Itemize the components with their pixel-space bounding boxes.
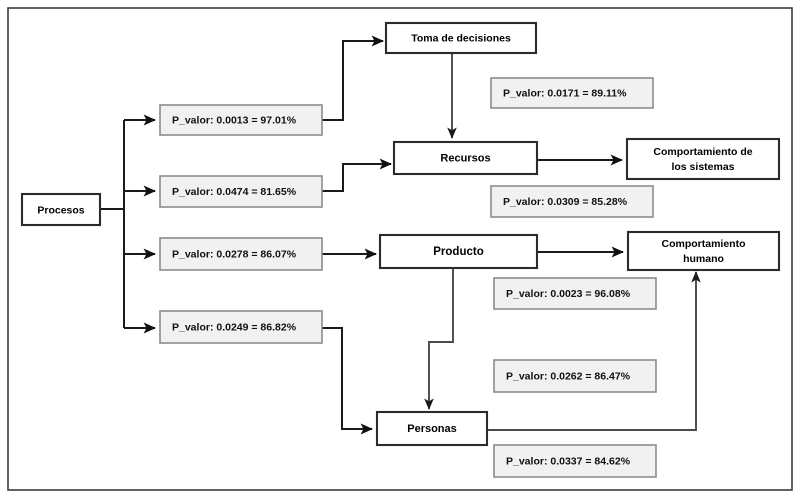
connector-personas-to-comp-humano <box>487 271 701 431</box>
pvalue-box-4-label: P_valor: 0.0249 = 86.82% <box>172 321 297 333</box>
node-procesos[interactable]: Procesos <box>20 192 102 227</box>
node-personas-label: Personas <box>407 423 457 435</box>
pvalue-box-3-label: P_valor: 0.0278 = 86.07% <box>172 248 297 260</box>
node-comp-sistemas-label-line2: los sistemas <box>671 161 734 173</box>
pvalue-box-1[interactable]: P_valor: 0.0013 = 97.01% <box>159 104 323 136</box>
pvalue-box-2-label: P_valor: 0.0474 = 81.65% <box>172 186 297 198</box>
connector-pv2-to-recursos <box>322 158 392 192</box>
pvalue-box-3[interactable]: P_valor: 0.0278 = 86.07% <box>159 237 323 271</box>
node-recursos[interactable]: Recursos <box>392 140 539 176</box>
pvalue-box-5[interactable]: P_valor: 0.0171 = 89.11% <box>490 77 654 109</box>
node-comp-humano-label-line2: humano <box>683 253 724 265</box>
pvalue-box-8-label: P_valor: 0.0262 = 86.47% <box>506 370 631 382</box>
node-comp-humano-label-line1: Comportamiento <box>662 238 746 250</box>
node-personas[interactable]: Personas <box>375 410 489 447</box>
node-comportamiento-humano[interactable]: Comportamiento humano <box>626 230 781 272</box>
diagram-frame <box>7 7 793 491</box>
pvalue-box-2[interactable]: P_valor: 0.0474 = 81.65% <box>159 175 323 208</box>
connector-pv1-to-toma <box>322 35 384 121</box>
node-recursos-label: Recursos <box>440 152 490 164</box>
node-comportamiento-sistemas[interactable]: Comportamiento de los sistemas <box>625 137 781 181</box>
pvalue-box-7[interactable]: P_valor: 0.0023 = 96.08% <box>493 277 657 310</box>
pvalue-box-7-label: P_valor: 0.0023 = 96.08% <box>506 288 631 300</box>
pvalue-box-1-label: P_valor: 0.0013 = 97.01% <box>172 114 297 126</box>
connector-pv4-to-personas <box>322 327 373 435</box>
pvalue-box-5-label: P_valor: 0.0171 = 89.11% <box>503 87 627 99</box>
node-procesos-label: Procesos <box>37 204 84 216</box>
pvalue-box-9-label: P_valor: 0.0337 = 84.62% <box>506 455 631 467</box>
node-comp-sistemas-label-line1: Comportamiento de <box>653 146 752 158</box>
node-toma-label: Toma de decisiones <box>411 32 511 44</box>
node-producto-label: Producto <box>433 246 483 258</box>
pvalue-box-8[interactable]: P_valor: 0.0262 = 86.47% <box>493 359 657 393</box>
pvalue-box-6-label: P_valor: 0.0309 = 85.28% <box>503 196 628 208</box>
connector-producto-to-personas <box>424 268 454 410</box>
node-producto[interactable]: Producto <box>378 233 539 270</box>
pvalue-box-4[interactable]: P_valor: 0.0249 = 86.82% <box>159 310 323 344</box>
pvalue-box-9[interactable]: P_valor: 0.0337 = 84.62% <box>493 444 657 478</box>
node-toma-de-decisiones[interactable]: Toma de decisiones <box>384 21 538 55</box>
pvalue-box-6[interactable]: P_valor: 0.0309 = 85.28% <box>490 185 654 218</box>
